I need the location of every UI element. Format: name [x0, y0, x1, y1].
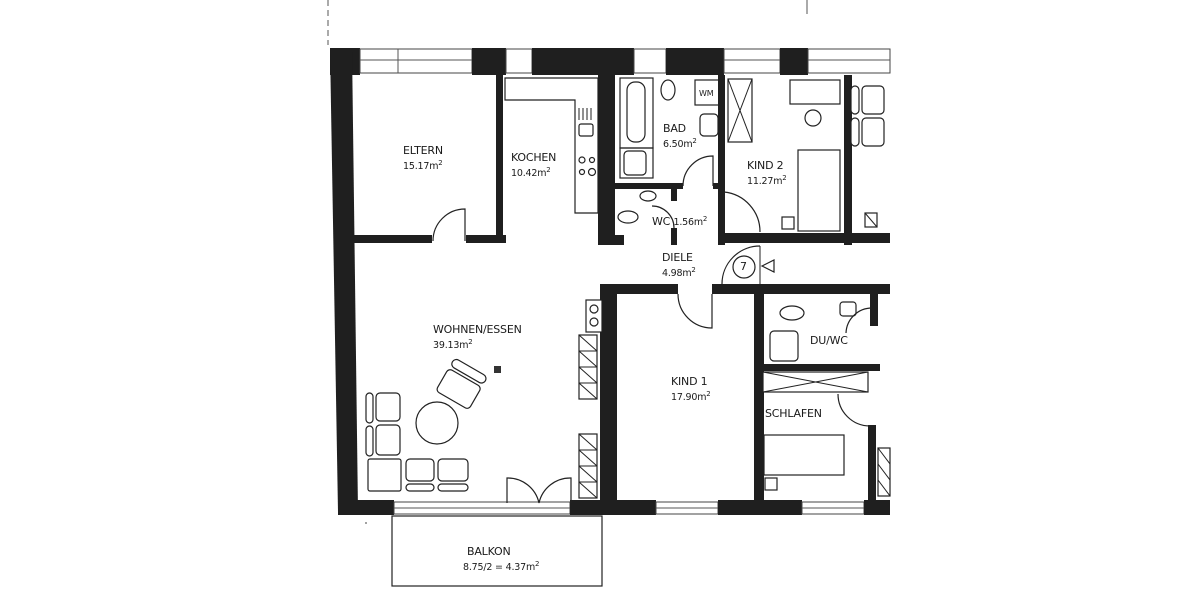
kitchen-counter [504, 77, 599, 214]
living-furniture [365, 334, 598, 499]
wall [844, 75, 852, 245]
room-label-diele: DIELE 4.98m2 [662, 252, 696, 280]
toilet-icon [617, 210, 639, 224]
bed-icon [797, 149, 841, 232]
room-name: KIND 1 [671, 375, 708, 388]
wall [600, 284, 617, 506]
bathtub-icon [626, 81, 646, 143]
room-label-wohnen: WOHNEN/ESSEN 39.13m2 [433, 324, 522, 352]
room-name: KIND 2 [747, 159, 784, 172]
sink-icon [639, 190, 657, 202]
washing-machine-icon [694, 79, 721, 106]
top-wall [330, 48, 891, 75]
room-name: SCHLAFEN [765, 407, 822, 420]
room-area: 17.90m2 [671, 390, 711, 404]
wall [718, 75, 725, 245]
sink-icon [699, 113, 719, 137]
room-name: WOHNEN/ESSEN [433, 323, 522, 336]
wall [496, 75, 503, 243]
room-label-schlafen: SCHLAFEN [765, 408, 822, 420]
wall [754, 284, 764, 506]
room-area: 39.13m2 [433, 338, 473, 352]
room-name: WC [652, 215, 671, 229]
room-name: ELTERN [403, 144, 443, 157]
wall [598, 235, 624, 245]
column-icon [494, 366, 501, 373]
room-area: 15.17m2 [403, 159, 443, 173]
wall [718, 233, 890, 243]
duwc-fixtures [769, 301, 857, 362]
wall [671, 228, 677, 245]
shower-icon [623, 150, 647, 176]
nightstand-icon [764, 477, 778, 491]
wall [466, 235, 506, 243]
neighbor-furniture [850, 85, 885, 228]
sink-icon [578, 123, 594, 137]
neighbor-furniture [877, 447, 891, 497]
room-name: DU/WC [810, 334, 848, 347]
door-kind2 [723, 191, 761, 233]
wall [713, 183, 721, 189]
room-label-duwc: DU/WC [810, 335, 848, 347]
table-icon [415, 401, 459, 445]
toilet-icon [660, 79, 676, 101]
toilet-icon [779, 305, 805, 321]
shower-icon [769, 330, 799, 362]
wall [598, 75, 615, 245]
room-area: 1.56m2 [673, 215, 708, 229]
wall [712, 284, 890, 294]
schlafen-furniture [762, 371, 869, 491]
room-name: DIELE [662, 251, 693, 264]
room-label-wc: WC 1.56m2 [652, 213, 707, 229]
chair-icon [804, 109, 822, 127]
room-name: BAD [663, 122, 686, 135]
room-name: KOCHEN [511, 151, 557, 164]
wall [671, 189, 677, 201]
bed-icon [763, 434, 845, 476]
door-wc [651, 205, 675, 229]
wall [764, 364, 880, 371]
entrance [721, 245, 775, 285]
wall [352, 235, 432, 243]
nightstand-icon [781, 216, 795, 230]
entrance-number: 7 [740, 260, 747, 273]
kind2-furniture [727, 78, 841, 232]
sink-icon [839, 301, 857, 317]
door-balkon [506, 477, 572, 504]
door-eltern [432, 208, 466, 242]
bottom-wall [338, 500, 890, 515]
washing-machine-label: WM [699, 89, 714, 98]
room-name: BALKON [467, 545, 511, 558]
entrance-arrow-icon [760, 259, 775, 273]
wall [870, 290, 878, 326]
desk-icon [789, 79, 841, 105]
room-area: 4.98m2 [662, 266, 696, 280]
room-label-balkon: BALKON 8.75/2 = 4.37m2 [463, 545, 539, 574]
door-bad [682, 155, 714, 187]
door-duwc [845, 307, 873, 334]
wall [600, 284, 678, 294]
room-area: 6.50m2 [663, 137, 697, 151]
balcony [391, 515, 603, 587]
door-schlafen [837, 393, 871, 427]
left-wall [330, 48, 358, 512]
room-area: 10.42m2 [511, 166, 551, 180]
room-label-bad: BAD 6.50m2 [663, 123, 697, 151]
room-label-kind1: KIND 1 17.90m2 [671, 376, 711, 404]
door-kind1 [677, 293, 713, 329]
room-label-eltern: ELTERN 15.17m2 [403, 145, 443, 173]
room-label-kochen: KOCHEN 10.42m2 [511, 152, 556, 180]
wall [615, 183, 683, 189]
bathroom-fixtures [619, 77, 721, 179]
room-area: 8.75/2 = 4.37m2 [463, 560, 540, 574]
room-area: 11.27m2 [747, 174, 787, 188]
wall [868, 425, 876, 505]
room-label-kind2: KIND 2 11.27m2 [747, 160, 787, 188]
